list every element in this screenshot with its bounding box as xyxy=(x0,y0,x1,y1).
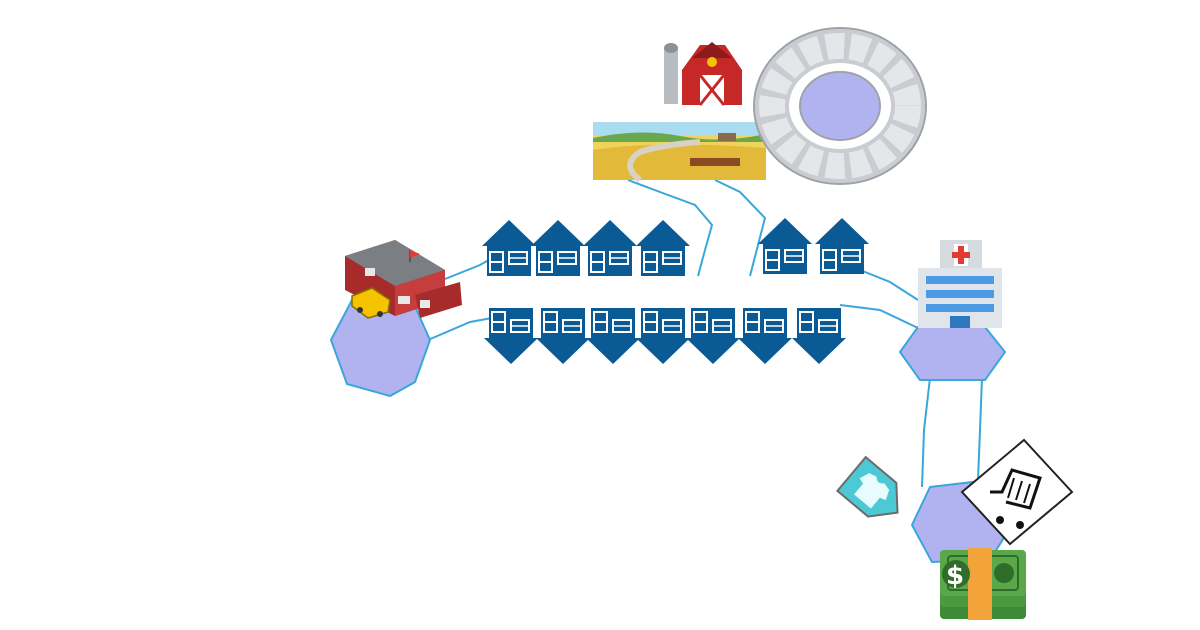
road-farm-left xyxy=(627,179,714,277)
house-row-bottom[interactable] xyxy=(483,307,847,365)
road-top-right xyxy=(859,269,919,301)
road-bottom-right xyxy=(839,304,919,329)
house-row-top-right[interactable] xyxy=(757,217,870,275)
road-farm-right xyxy=(714,179,767,277)
hospital-icon[interactable] xyxy=(918,240,1002,328)
barn-icon[interactable] xyxy=(658,40,743,107)
stone-ring-icon[interactable] xyxy=(753,27,927,185)
shirt-tag-icon[interactable] xyxy=(836,455,911,529)
money-stack-icon[interactable]: $ xyxy=(940,548,1026,620)
road-school-lower xyxy=(427,317,493,341)
shopping-cart-icon[interactable] xyxy=(960,438,1074,546)
farmland-icon[interactable] xyxy=(593,122,766,183)
house-row-top-left[interactable] xyxy=(481,219,691,277)
road-hospital-down-right xyxy=(977,377,983,481)
road-hospital-down-left xyxy=(921,377,931,488)
dollar-sign: $ xyxy=(946,561,964,591)
hex-plot-hospital[interactable] xyxy=(898,326,1007,381)
road-network xyxy=(427,179,983,488)
school-bus-icon xyxy=(351,287,391,319)
